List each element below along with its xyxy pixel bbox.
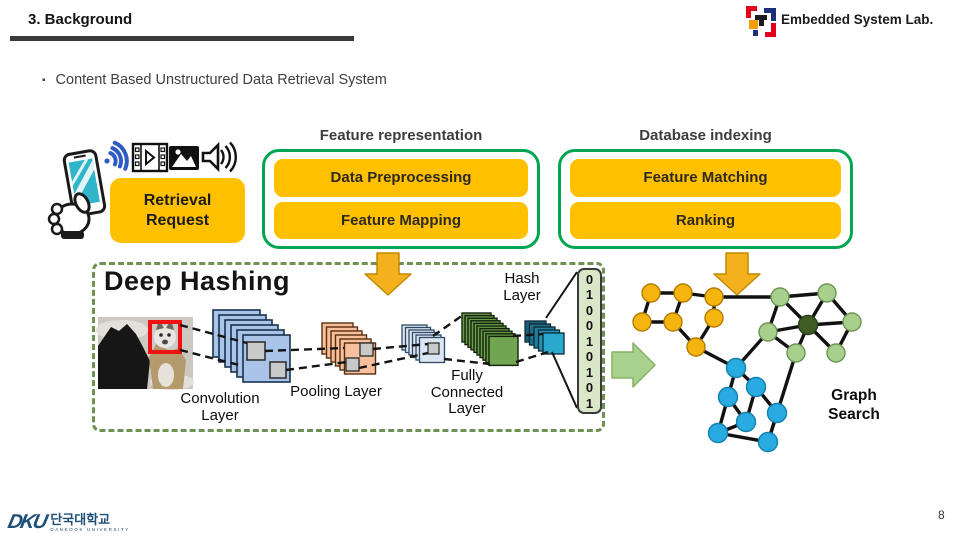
hash-bit: 0 [585,318,594,333]
university-logo-mark: DKU [5,511,48,533]
hash-layer-label: Hash Layer [503,270,541,304]
arrow-indexing-to-graph [713,252,761,296]
bullet-icon: ▪ [42,75,46,86]
step-feature-mapping: Feature Mapping [274,201,528,239]
graph-nodes-green [758,283,862,363]
step-data-preprocessing: Data Preprocessing [274,159,528,197]
graph-nodes-yellow [632,283,724,357]
hash-bit: 0 [585,302,594,318]
audio-icon [201,141,237,173]
step-feature-matching: Feature Matching [570,159,841,197]
video-icon [131,142,169,173]
feature-representation-heading: Feature representation [319,127,483,144]
lab-logo-icon [746,6,776,37]
deep-hashing-title: Deep Hashing [104,266,291,296]
hash-bits-column: 0 1 0 0 1 0 1 0 1 [577,268,602,414]
bullet-text: Content Based Unstructured Data Retrieva… [55,72,387,88]
database-indexing-box: Feature Matching Ranking [558,149,853,249]
hash-bit: 1 [585,287,594,302]
bullet-row: ▪ Content Based Unstructured Data Retrie… [42,72,387,90]
university-logo: DKU 단국대학교 DANKOOK UNIVERSITY [5,511,130,534]
university-name-kr: 단국대학교 [50,511,111,527]
graph-network [632,283,862,453]
page-number: 8 [938,508,945,522]
hash-bit: 0 [585,349,594,364]
hand-icon [47,192,91,239]
hash-bit: 1 [585,395,594,411]
step-ranking: Ranking [570,201,841,239]
hash-bit: 1 [585,364,594,380]
pooling-layer-label: Pooling Layer [290,383,382,400]
graph-target-node [797,314,819,336]
hash-bit: 1 [585,333,594,349]
graph-search-label: Graph Search [828,387,880,424]
phone-in-hand-icon [62,149,107,217]
deep-hashing-box [92,262,605,432]
signal-waves-icon [104,140,129,171]
title-underline-bar [10,36,354,41]
feature-representation-box: Data Preprocessing Feature Mapping [262,149,540,249]
university-name-en: DANKOOK UNIVERSITY [50,526,130,532]
hash-bit: 0 [585,271,594,287]
graph-nodes-blue [707,357,788,453]
retrieval-request-box: Retrieval Request [110,178,245,243]
database-indexing-heading: Database indexing [639,127,772,144]
fully-connected-layer-label: Fully Connected Layer [430,367,504,417]
page-title: 3. Background [28,11,133,28]
image-icon [169,146,199,170]
arrow-hash-to-graph [611,342,656,388]
hash-bit: 0 [585,380,594,395]
convolution-layer-label: Convolution Layer [180,390,260,424]
lab-name: Embedded System Lab. [781,12,934,27]
